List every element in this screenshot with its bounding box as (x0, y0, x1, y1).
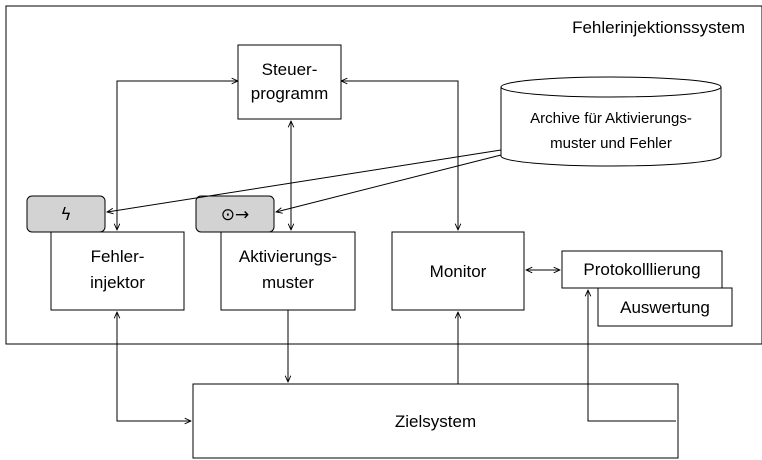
monitor-box (391, 231, 525, 311)
aktivierungsmuster-label-1: Aktivierungs- (239, 247, 337, 266)
auswertung-label: Auswertung (620, 298, 710, 317)
lightning-icon: ϟ (60, 205, 71, 225)
fault-tab (26, 195, 106, 233)
arrow-steuer-monitor (341, 81, 458, 230)
aktivierungsmuster-label-2: muster (262, 273, 314, 292)
arrow-fehlerinjektor-zielsystem (117, 312, 191, 421)
steuerprogramm-label-2: programm (251, 84, 328, 103)
archive-label-2: muster und Fehler (550, 135, 672, 152)
fehlerinjektor-box (50, 231, 185, 311)
arrow-archive-activation-tab (276, 154, 502, 212)
auswertung-box (597, 287, 733, 327)
archive-cylinder (500, 76, 722, 167)
protokollierung-label: Protokolllierung (583, 260, 700, 279)
archive-label-1: Archive für Aktivierungs- (530, 110, 692, 127)
system-title: Fehlerinjektionssystem (572, 18, 745, 37)
fehlerinjektor-label-1: Fehler- (91, 247, 145, 266)
steuerprogramm-box (237, 44, 342, 120)
protokollierung-box (561, 250, 723, 289)
arrow-archive-fault-tab (107, 149, 502, 212)
aktivierungsmuster-box (220, 231, 356, 311)
arrow-zielsystem-protokollierung (588, 290, 676, 422)
activation-pattern-icon: ⊙→ (221, 205, 250, 225)
arrow-steuer-fehlerinjektor (117, 81, 238, 230)
steuerprogramm-label-1: Steuer- (262, 60, 318, 79)
fehlerinjektor-label-2: injektor (90, 273, 145, 292)
zielsystem-label: Zielsystem (395, 412, 476, 431)
monitor-label: Monitor (430, 262, 487, 281)
